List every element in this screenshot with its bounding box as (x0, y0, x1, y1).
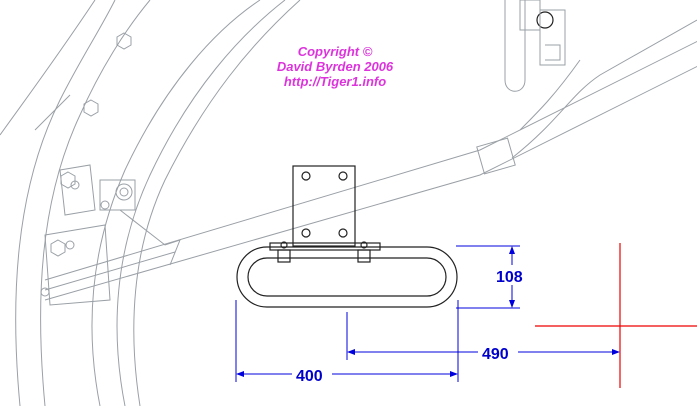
width-dimension-label: 400 (296, 368, 323, 385)
hull-bolts (50, 32, 132, 257)
height-dimension-label: 108 (496, 269, 523, 286)
clamp-bracket (40, 164, 181, 306)
dimension-lines (235, 245, 620, 382)
hull-outline (0, 0, 301, 406)
copyright-line: Copyright © (297, 44, 373, 59)
top-mechanism (504, 0, 566, 92)
offset-dimension-label: 490 (482, 346, 509, 363)
tow-bar (44, 19, 697, 301)
offset-label-bg (478, 343, 518, 363)
width-label-bg (292, 365, 332, 385)
copyright-notice: Copyright © David Byrden 2006 http://Tig… (250, 44, 420, 89)
height-label-bg (494, 265, 530, 285)
centerline-crosshair (535, 243, 697, 388)
website-line: http://Tiger1.info (283, 74, 387, 89)
handle-loop (236, 246, 458, 308)
author-line: David Byrden 2006 (276, 59, 394, 74)
